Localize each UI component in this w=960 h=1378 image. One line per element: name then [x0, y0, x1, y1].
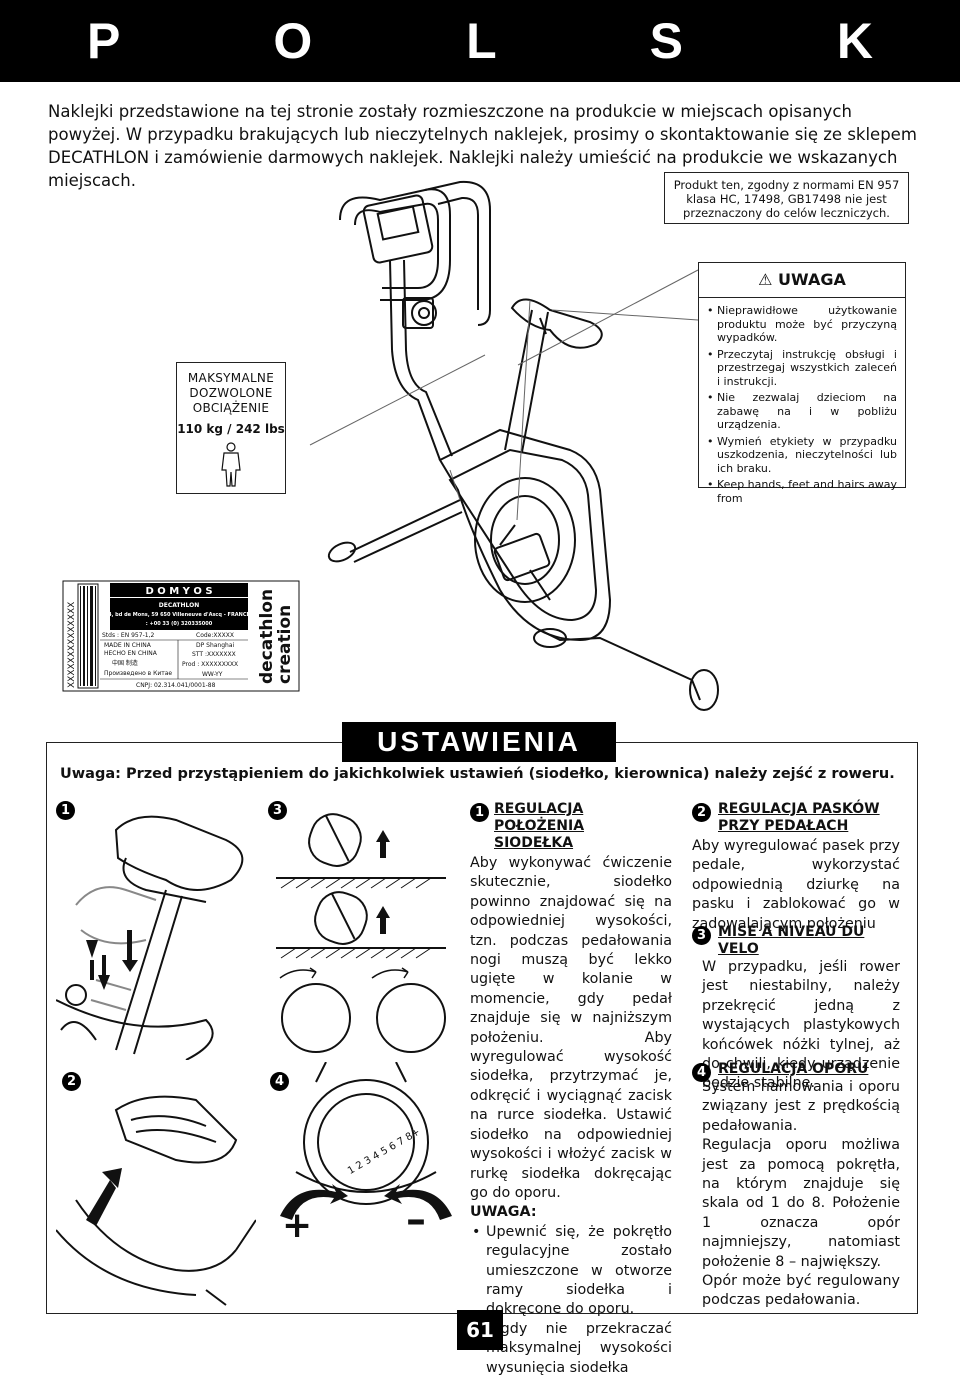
section-4-title: REGULACJA OPORU [718, 1061, 869, 1077]
label-made-3: 中国 制造 [112, 659, 138, 667]
label-ww: WW-YY [202, 671, 223, 678]
max-load-line-3: OBCIĄŻENIE [192, 401, 270, 415]
page-number: 61 [457, 1310, 503, 1350]
figure-number-2: 2 [62, 1072, 81, 1091]
pedal-strap-illustration [56, 1095, 256, 1306]
label-address-1: 4, bd de Mons, 59 650 Villeneuve d'Ascq … [108, 612, 250, 618]
section-1-bullets: Upewnić się, że pokrętło regulacyjne zos… [470, 1223, 672, 1378]
seat-adjustment-illustration [56, 815, 244, 1060]
section-seat-adjustment: 1 REGULACJA POŁOŻENIA SIODEŁKA Aby wykon… [470, 801, 672, 1378]
conformity-line-1: Produkt ten, zgodny z normami EN 957 [673, 178, 900, 192]
section-2-title: REGULACJA PASKÓW [718, 801, 880, 817]
section-1-title-2: SIODEŁKA [494, 835, 574, 851]
section-pedal-straps: 2 REGULACJA PASKÓW PRZY PEDAŁACH Aby wyr… [692, 801, 900, 934]
label-prod: Prod : XXXXXXXXX [182, 661, 238, 668]
section-2-title-2: PRZY PEDAŁACH [718, 818, 849, 834]
section-2-body: Aby wyregulować pasek przy pedale, wykor… [692, 838, 900, 932]
section-1-title: REGULACJA POŁOŻENIA [494, 801, 585, 834]
label-code: Code:XXXXX [196, 632, 234, 639]
person-icon [221, 442, 241, 487]
label-side-1: decathlon [257, 589, 277, 684]
minus-sign: – [406, 1197, 426, 1243]
conformity-label: Produkt ten, zgodny z normami EN 957 kla… [664, 172, 909, 224]
label-cnpj: CNPJ: 02.314.041/0001-88 [136, 682, 216, 689]
max-load-line-1: MAKSYMALNE [187, 371, 275, 385]
intro-paragraph: Naklejki przedstawione na tej stronie zo… [48, 102, 917, 190]
section-4-body-1: System hamowania i oporu związany jest z… [702, 1079, 900, 1134]
section-resistance: 4 REGULACJA OPORU System hamowania i opo… [692, 1061, 900, 1311]
section-1-bullet: Upewnić się, że pokrętło regulacyjne zos… [470, 1223, 672, 1320]
label-address-2: : +00 33 (0) 320335000 [146, 621, 213, 627]
label-dp-1: DP Shanghai [196, 642, 235, 649]
warning-list: Nieprawidłowe użytkowanie produktu może … [699, 298, 905, 505]
warning-title: UWAGA [778, 270, 846, 289]
warning-item: Wymień etykiety w przypadku uszkodzenia,… [707, 435, 897, 476]
label-side-2: creation [275, 605, 295, 684]
warning-triangle-icon: ⚠ [758, 270, 773, 289]
section-number-2: 2 [692, 803, 711, 822]
warning-item: Keep hands, feet and hairs away from [707, 478, 897, 505]
conformity-line-2: klasa HC, 17498, GB17498 nie jest [686, 192, 887, 206]
label-made-2: HECHO EN CHINA [104, 650, 158, 657]
figure-number-1: 1 [56, 801, 75, 820]
figure-number-3: 3 [268, 801, 287, 820]
max-load-label: MAKSYMALNE DOZWOLONE OBCIĄŻENIE 110 kg /… [176, 362, 286, 494]
exercise-bike-illustration [309, 180, 719, 711]
section-number-3: 3 [692, 926, 711, 945]
warning-header: ⚠ UWAGA [699, 263, 905, 298]
label-serial: XXXXXXXXXXXXXX [67, 602, 77, 688]
warning-item: Nie zezwalaj dzieciom na zabawę na i w p… [707, 391, 897, 432]
product-label-sticker: XXXXXXXXXXXXXX D O M Y O S DECATHLON 4, … [62, 580, 300, 692]
plus-sign: + [282, 1205, 313, 1246]
section-number-4: 4 [692, 1063, 711, 1082]
section-4-body-2: Regulacja oporu możliwa jest za pomocą p… [702, 1137, 900, 1270]
warning-item: Przeczytaj instrukcję obsługi i przestrz… [707, 348, 897, 389]
conformity-line-3: przeznaczony do celów leczniczych. [683, 206, 890, 220]
label-company: DECATHLON [159, 602, 200, 609]
label-dp-2: STT :XXXXXXX [192, 651, 236, 658]
section-1-body: Aby wykonywać ćwiczenie skutecznie, siod… [470, 855, 672, 1201]
max-load-value: 110 kg / 242 lbs [177, 422, 285, 436]
figure-number-4: 4 [270, 1072, 289, 1091]
max-load-line-2: DOZWOLONE [189, 386, 273, 400]
section-4-body-3: Opór może być regulowany podczas pedałow… [702, 1273, 900, 1309]
label-brand: D O M Y O S [145, 586, 212, 597]
section-1-caution: UWAGA: [470, 1204, 537, 1221]
resistance-knob-illustration: 1 2 3 4 5 6 7 8+ [280, 1062, 452, 1220]
section-3-title: MISE A NIVEAU DU VELO [718, 924, 865, 957]
section-leveling: 3 MISE A NIVEAU DU VELO W przypadku, jeś… [692, 924, 900, 1094]
barcode-icon [80, 586, 96, 686]
settings-title: USTAWIENIA [342, 722, 616, 762]
settings-note: Uwaga: Przed przystąpieniem do jakichkol… [60, 766, 895, 782]
warning-item: Nieprawidłowe użytkowanie produktu może … [707, 304, 897, 345]
section-number-1: 1 [470, 803, 489, 822]
warning-label: ⚠ UWAGA Nieprawidłowe użytkowanie produk… [698, 262, 906, 505]
dial-scale: 1 2 3 4 5 6 7 8+ [346, 1127, 422, 1177]
label-made-1: MADE IN CHINA [104, 642, 152, 649]
language-header: P O L S K I [0, 0, 960, 151]
leveling-illustration [276, 813, 446, 1053]
section-3-body: W przypadku, jeśli rower jest niestabiln… [702, 959, 900, 1092]
label-made-4: Произведено в Китае [104, 670, 172, 677]
label-std: Stds : EN 957-1,2 [102, 632, 154, 639]
